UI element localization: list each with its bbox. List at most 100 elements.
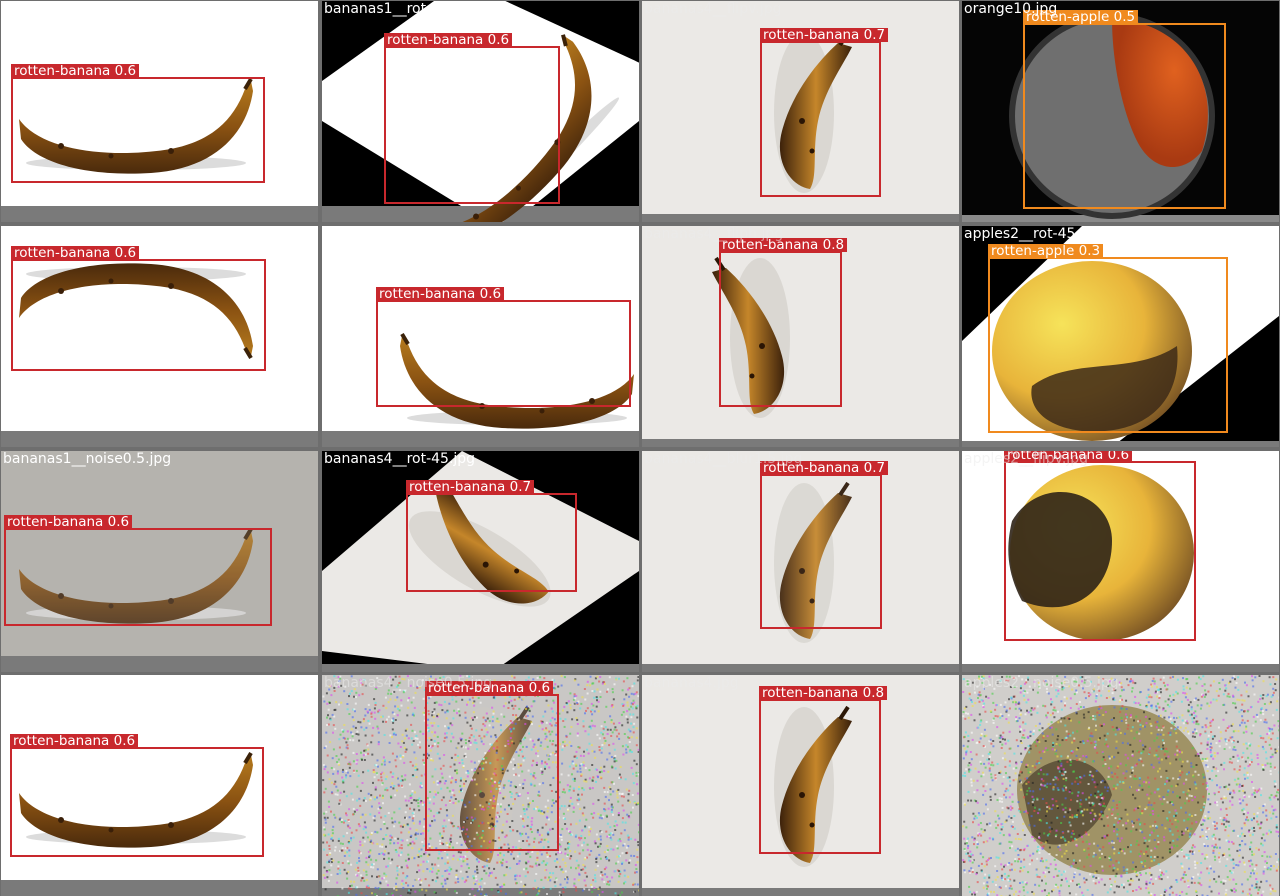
detection-label: rotten-banana 0.6 — [1004, 451, 1133, 463]
class-name: rotten-banana — [7, 514, 104, 530]
image-filename: bananas4__blur1.5.jpg — [644, 451, 803, 467]
confidence-score: 0.7 — [509, 479, 532, 495]
class-name: rotten-banana — [379, 286, 476, 302]
fruit-photo — [962, 451, 1279, 672]
confidence-score: 0.6 — [113, 733, 136, 749]
confidence-score: 0.7 — [863, 27, 886, 43]
result-tile: bananas4__rot-45.jpg rotten-banana 0.7 — [322, 451, 639, 672]
result-tile: bananas1__fliph.jpg rotten-banana 0.6 — [322, 226, 639, 447]
fruit-photo — [962, 675, 1279, 896]
detection-label: rotten-banana 0.6 — [425, 680, 554, 696]
detection-label: rotten-banana 0.6 — [11, 63, 140, 79]
image-filename: apples2__rot-45.jpg — [964, 226, 1102, 242]
detection-label: rotten-banana 0.6 — [10, 733, 139, 749]
fruit-photo — [1, 675, 318, 896]
detection-box: rotten-apple 0.3 — [988, 244, 1228, 433]
confidence-score: 0.6 — [1107, 451, 1130, 463]
image-filename: bananas4__flipv.jpg — [644, 1, 782, 17]
detection-box: rotten-banana 0.6 — [376, 287, 631, 407]
image-filename: bananas4__rot-45.jpg — [324, 451, 476, 467]
detection-box: rotten-banana 0.8 — [759, 686, 888, 854]
detection-box: rotten-banana 0.6 — [10, 734, 264, 857]
image-filename: bananas1__fliph.jpg — [324, 226, 464, 242]
detection-box: rotten-banana 0.7 — [760, 28, 889, 197]
image-filename: bananas4__noise0.5.jpg — [324, 675, 493, 691]
confidence-score: 0.7 — [863, 460, 886, 476]
detection-label: rotten-apple 0.3 — [988, 243, 1104, 259]
result-tile: bananas1__flipv.jpg rotten-banana 0.6 — [1, 226, 318, 447]
class-name: rotten-apple — [991, 243, 1075, 259]
confidence-score: 0.6 — [487, 32, 510, 48]
class-name: rotten-banana — [428, 680, 525, 696]
detection-box: rotten-apple 0.5 — [1023, 10, 1226, 209]
image-filename: bananas1__flipv.jpg — [3, 226, 141, 242]
image-filename: bananas1__noise0.5.jpg — [3, 451, 172, 467]
fruit-photo — [642, 226, 959, 447]
class-name: rotten-banana — [762, 685, 859, 701]
detection-label: rotten-banana 0.6 — [4, 514, 133, 530]
result-tile: bananas1__noise0.5.jpg rotten-banana 0.6 — [1, 451, 318, 672]
class-name: rotten-banana — [14, 63, 111, 79]
fruit-photo — [1, 451, 318, 672]
confidence-score: 0.5 — [1113, 9, 1136, 25]
image-filename: orange10.jpg — [964, 1, 1058, 17]
image-filename: apples2__noise0.5.jpg — [964, 675, 1119, 691]
result-tile: bananas1.jpg rotten-banana 0.6 — [1, 675, 318, 896]
detection-box: rotten-banana 0.6 — [384, 33, 560, 204]
detection-label: rotten-banana 0.6 — [11, 245, 140, 261]
image-filename: bananas4__fliph.jpg — [644, 226, 784, 242]
class-name: rotten-banana — [409, 479, 506, 495]
confidence-score: 0.6 — [528, 680, 551, 696]
detection-label: rotten-banana 0.7 — [760, 460, 889, 476]
confidence-score: 0.6 — [107, 514, 130, 530]
result-tile: apples2__noise0.5.jpg — [962, 675, 1279, 896]
detection-label: rotten-banana 0.8 — [719, 237, 848, 253]
detection-box: rotten-banana 0.6 — [425, 681, 559, 851]
detection-box: rotten-banana 0.6 — [1004, 451, 1196, 641]
detection-label: rotten-banana 0.7 — [406, 479, 535, 495]
detection-box: rotten-banana 0.7 — [406, 480, 577, 592]
confidence-score: 0.6 — [114, 63, 137, 79]
class-name: rotten-banana — [763, 460, 860, 476]
detection-label: rotten-banana 0.6 — [376, 286, 505, 302]
detection-box: rotten-banana 0.7 — [760, 461, 889, 629]
detection-label: rotten-banana 0.6 — [384, 32, 513, 48]
detection-label: rotten-banana 0.8 — [759, 685, 888, 701]
image-filename: bananas1__blur1.5.jpg — [3, 1, 162, 17]
fruit-photo — [642, 451, 959, 672]
class-name: rotten-banana — [387, 32, 484, 48]
class-name: rotten-banana — [1007, 451, 1104, 463]
detection-box: rotten-banana 0.8 — [719, 238, 848, 407]
fruit-photo — [322, 675, 639, 896]
fruit-photo — [962, 1, 1279, 222]
detection-label: rotten-apple 0.5 — [1023, 9, 1139, 25]
result-tile: bananas4__flipv.jpg rotten-banana 0.7 — [642, 1, 959, 222]
confidence-score: 0.6 — [479, 286, 502, 302]
result-tile: bananas4.jpg rotten-banana 0.8 — [642, 675, 959, 896]
confidence-score: 0.3 — [1078, 243, 1101, 259]
class-name: rotten-apple — [1026, 9, 1110, 25]
class-name: rotten-banana — [722, 237, 819, 253]
result-tile: bananas1__blur1.5.jpg rotten-banana 0.6 — [1, 1, 318, 222]
confidence-score: 0.8 — [822, 237, 845, 253]
image-filename: apples2__flipv.jpg — [964, 451, 1088, 467]
fruit-photo — [1, 1, 318, 222]
class-name: rotten-banana — [14, 245, 111, 261]
detection-box: rotten-banana 0.6 — [11, 64, 265, 183]
detection-label: rotten-banana 0.7 — [760, 27, 889, 43]
image-filename: bananas4.jpg — [644, 675, 739, 691]
result-tile: bananas1__rot-45.jpg rotten-banana 0.6 — [322, 1, 639, 222]
confidence-score: 0.8 — [862, 685, 885, 701]
image-filename: bananas1__rot-45.jpg — [324, 1, 476, 17]
detection-box: rotten-banana 0.6 — [11, 246, 266, 371]
detection-box: rotten-banana 0.6 — [4, 515, 272, 626]
image-filename: bananas1.jpg — [3, 675, 98, 691]
class-name: rotten-banana — [763, 27, 860, 43]
